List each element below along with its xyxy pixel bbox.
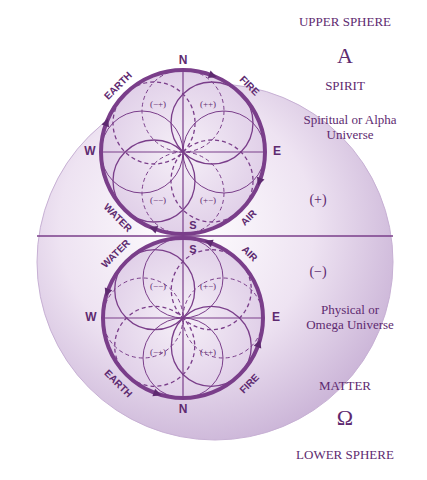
realm-name: SPIRIT <box>325 79 365 94</box>
flow-arrowhead <box>105 287 113 296</box>
polarity-sign: (+) <box>309 192 326 208</box>
flow-arrowhead <box>254 340 262 349</box>
equator-line <box>37 235 393 237</box>
realm-name: MATTER <box>319 379 371 394</box>
element-circle <box>103 238 263 398</box>
cardinal-circle <box>142 70 224 152</box>
compass-letter: S <box>189 243 196 256</box>
compass-letter: W <box>85 311 96 325</box>
compass-letter: S <box>189 219 196 232</box>
polarity-sign: (−) <box>309 264 326 280</box>
flow-arrowhead <box>102 118 110 127</box>
polarity-mark: (−+) <box>150 347 166 357</box>
cardinal-circle <box>103 278 183 358</box>
flow-arrowhead <box>152 389 161 397</box>
polarity-mark: (−−) <box>150 281 166 291</box>
cardinal-circle <box>143 238 223 318</box>
compass-letter: N <box>179 54 188 68</box>
polarity-mark: (+−) <box>200 195 216 205</box>
element-circle <box>101 70 265 234</box>
cardinal-circle <box>183 111 265 193</box>
cardinal-circle <box>101 111 183 193</box>
flow-arrowhead <box>208 71 217 79</box>
cardinal-circle <box>142 152 224 234</box>
polarity-mark: (++) <box>200 347 216 357</box>
flow-arrowhead <box>205 240 214 248</box>
omega-symbol: Ω <box>337 405 353 430</box>
polarity-mark: (++) <box>200 99 216 109</box>
flow-arrowhead <box>149 226 158 234</box>
polarity-mark: (−+) <box>150 99 166 109</box>
polarity-mark: (−−) <box>150 195 166 205</box>
universe-caption: Spiritual or Alpha Universe <box>302 113 398 143</box>
compass-letter: E <box>272 311 280 325</box>
flow-arrowhead <box>257 177 265 186</box>
universe-caption: Physical or Omega Universe <box>302 303 398 333</box>
compass-letter: N <box>179 403 188 417</box>
element-circles <box>101 70 265 398</box>
compass-letter: W <box>84 145 95 159</box>
compass-letter: E <box>273 145 281 159</box>
alpha-symbol: A <box>337 43 353 68</box>
polarity-mark: (+−) <box>200 281 216 291</box>
sphere-title: LOWER SPHERE <box>296 448 394 463</box>
cardinal-circle <box>143 318 223 398</box>
sphere-title: UPPER SPHERE <box>299 15 391 30</box>
cardinal-circle <box>183 278 263 358</box>
